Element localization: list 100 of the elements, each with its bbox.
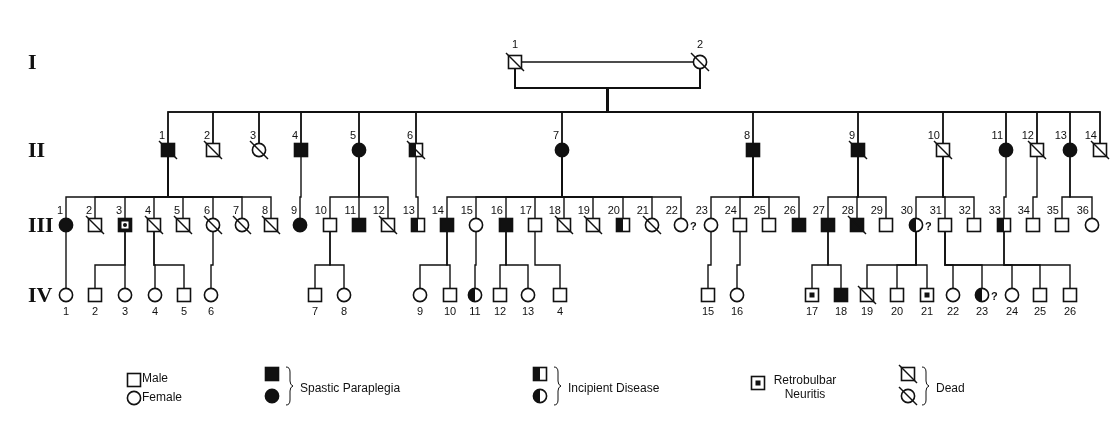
individual-number: 24 bbox=[724, 204, 737, 216]
individual-number: 4 bbox=[556, 305, 564, 317]
individual-number: 15 bbox=[460, 204, 473, 216]
pedigree-line bbox=[210, 231, 214, 289]
pedigree-line bbox=[65, 231, 67, 289]
individual-number: 12 bbox=[372, 204, 385, 216]
pedigree-line bbox=[358, 156, 389, 219]
individual-number: 22 bbox=[946, 305, 960, 317]
pedigree-line bbox=[1003, 231, 1071, 289]
individual-number: 4 bbox=[151, 305, 159, 317]
individual-number: 28 bbox=[841, 204, 854, 216]
pedigree-line bbox=[415, 156, 419, 219]
individual-number: 11 bbox=[469, 305, 481, 317]
legend-label: Retrobulbar Neuritis bbox=[772, 373, 838, 401]
legend-label: Spastic Paraplegia bbox=[300, 381, 401, 395]
individual-number: 1 bbox=[158, 129, 165, 141]
pedigree-line bbox=[827, 231, 842, 289]
individual-number: 16 bbox=[730, 305, 744, 317]
pedigree-line bbox=[505, 231, 529, 289]
pedigree-line bbox=[752, 156, 800, 219]
individual-number: 5 bbox=[349, 129, 356, 141]
individual-number: 10 bbox=[927, 129, 940, 141]
individual-number: 5 bbox=[180, 305, 188, 317]
individual-number: 3 bbox=[249, 129, 256, 141]
individual-number: 10 bbox=[314, 204, 327, 216]
individual-number: 12 bbox=[493, 305, 507, 317]
individual-number: 1 bbox=[511, 38, 519, 50]
individual-number: 25 bbox=[753, 204, 766, 216]
individual-number: 14 bbox=[431, 204, 444, 216]
individual-number: 33 bbox=[988, 204, 1001, 216]
individual-number: 24 bbox=[1005, 305, 1019, 317]
question-mark: ? bbox=[690, 220, 697, 232]
pedigree-line bbox=[1003, 156, 1007, 219]
individual-number: 20 bbox=[890, 305, 904, 317]
pedigree-line bbox=[534, 231, 561, 289]
individual-number: 19 bbox=[860, 305, 874, 317]
individual-number: 13 bbox=[402, 204, 415, 216]
individual-number: 13 bbox=[1054, 129, 1067, 141]
pedigree-line bbox=[153, 231, 185, 289]
individual-number: 26 bbox=[1063, 305, 1077, 317]
individual-number: 15 bbox=[701, 305, 715, 317]
individual-number: 13 bbox=[521, 305, 535, 317]
legend-label: Dead bbox=[936, 381, 965, 395]
pedigree-line bbox=[124, 231, 126, 289]
individual-number: 23 bbox=[695, 204, 708, 216]
individual-number: 26 bbox=[783, 204, 796, 216]
individual-number: 4 bbox=[291, 129, 298, 141]
individual-number: 25 bbox=[1033, 305, 1047, 317]
individual-number: 19 bbox=[577, 204, 590, 216]
individual-number: 11 bbox=[344, 204, 356, 216]
generation-label: II bbox=[28, 138, 46, 162]
individual-number: 18 bbox=[548, 204, 561, 216]
individual-number: 36 bbox=[1076, 204, 1089, 216]
individual-number: 30 bbox=[900, 204, 913, 216]
individual-number: 9 bbox=[416, 305, 424, 317]
legend-label: Incipient Disease bbox=[568, 381, 660, 395]
pedigree-line bbox=[521, 61, 694, 63]
individual-number: 8 bbox=[340, 305, 348, 317]
individual-number: 2 bbox=[696, 38, 704, 50]
individual-number: 32 bbox=[958, 204, 971, 216]
individual-number: 2 bbox=[85, 204, 92, 216]
individual-number: 8 bbox=[743, 129, 750, 141]
individual-number: 2 bbox=[91, 305, 99, 317]
generation-label: IV bbox=[28, 283, 53, 307]
pedigree-line bbox=[942, 156, 975, 219]
individual-number: 3 bbox=[121, 305, 129, 317]
individual-number: 11 bbox=[991, 129, 1003, 141]
pedigree-line bbox=[707, 231, 712, 289]
individual-number: 6 bbox=[207, 305, 215, 317]
pedigree-line bbox=[446, 231, 451, 289]
question-mark: ? bbox=[925, 220, 932, 232]
individual-number: 12 bbox=[1021, 129, 1034, 141]
individual-number: 16 bbox=[490, 204, 503, 216]
individual-number: 7 bbox=[311, 305, 319, 317]
pedigree-line bbox=[736, 231, 741, 289]
individual-number: 7 bbox=[552, 129, 559, 141]
pedigree-line bbox=[329, 231, 345, 289]
individual-number: 2 bbox=[203, 129, 210, 141]
individual-number: 1 bbox=[56, 204, 63, 216]
pedigree-line bbox=[857, 156, 887, 219]
individual-number: 22 bbox=[665, 204, 678, 216]
individual-number: 20 bbox=[607, 204, 620, 216]
question-mark: ? bbox=[991, 290, 998, 302]
individual-number: 5 bbox=[173, 204, 180, 216]
individual-number: 4 bbox=[144, 204, 151, 216]
individual-number: 34 bbox=[1017, 204, 1030, 216]
individual-number: 29 bbox=[870, 204, 883, 216]
pedigree-line bbox=[915, 231, 928, 289]
individual-number: 14 bbox=[1084, 129, 1097, 141]
individual-number: 21 bbox=[636, 204, 649, 216]
individual-number: 21 bbox=[920, 305, 934, 317]
individual-number: 7 bbox=[232, 204, 239, 216]
individual-number: 6 bbox=[406, 129, 413, 141]
pedigree-line bbox=[1032, 156, 1038, 219]
individual-number: 9 bbox=[848, 129, 855, 141]
individual-number: 1 bbox=[62, 305, 70, 317]
pedigree-line bbox=[299, 156, 302, 219]
individual-number: 31 bbox=[929, 204, 942, 216]
individual-number: 8 bbox=[261, 204, 268, 216]
individual-number: 10 bbox=[443, 305, 457, 317]
